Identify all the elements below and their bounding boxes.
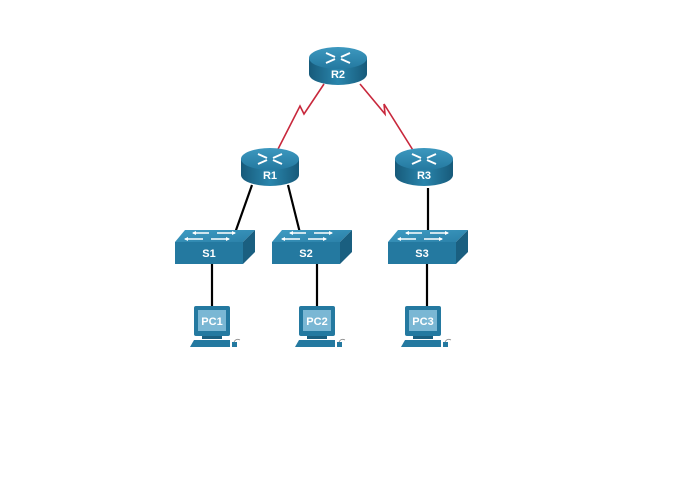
mouse [443,342,448,347]
monitor-stand [413,336,433,339]
pc-pc3[interactable]: PC3 [401,306,452,347]
router-arrow [340,58,351,64]
device-label: S1 [202,248,215,260]
switch-arrowhead [445,231,449,235]
pc-pc2[interactable]: PC2 [295,306,346,347]
device-label: PC2 [306,316,327,328]
device-label: S3 [415,248,428,260]
switch-s2[interactable]: S2 [272,230,352,264]
router-arrow [272,159,283,165]
router-r1[interactable]: R1 [241,148,299,186]
ethernet-link-r1-s1 [233,184,254,234]
switch-s3[interactable]: S3 [388,230,468,264]
ethernet-link-r1-s2 [286,184,302,234]
router-top [309,47,367,69]
serial-link-r2-r3 [359,83,417,156]
router-arrow [426,159,437,165]
monitor-screen [198,310,226,331]
serial-link-r2-r1 [274,83,325,156]
router-r2[interactable]: R2 [309,47,367,85]
switch-side [456,230,468,264]
router-arrow [411,159,422,165]
switch-front [388,242,456,264]
switch-front [175,242,243,264]
router-arrow [340,52,351,58]
keyboard [401,340,441,347]
pc-pc1[interactable]: PC1 [190,306,241,347]
switch-arrowhead [329,231,333,235]
router-arrow [426,153,437,159]
router-arrow [257,159,268,165]
monitor-screen [409,310,437,331]
switch-arrowhead [192,231,196,235]
router-arrow [325,52,336,58]
switch-arrowhead [184,237,188,241]
device-label: PC1 [201,316,222,328]
switch-side [340,230,352,264]
switch-s1[interactable]: S1 [175,230,255,264]
device-label: R3 [417,170,431,182]
mouse-cable [444,338,452,343]
monitor-stand [307,336,327,339]
router-arrow [272,153,283,159]
device-label: PC3 [412,316,433,328]
monitor-stand [202,336,222,339]
links-layer [210,83,430,306]
keyboard [295,340,335,347]
switch-side [243,230,255,264]
switch-arrowhead [323,237,327,241]
router-arrow [257,153,268,159]
device-label: R2 [331,69,345,81]
mouse-cable [233,338,241,343]
switch-arrowhead [439,237,443,241]
device-label: R1 [263,170,277,182]
mouse-cable [338,338,346,343]
mouse [232,342,237,347]
switch-front [272,242,340,264]
router-r3[interactable]: R3 [395,148,453,186]
switch-arrowhead [405,231,409,235]
monitor-screen [303,310,331,331]
switch-arrowhead [226,237,230,241]
router-arrow [411,153,422,159]
router-top [395,148,453,170]
switch-arrowhead [281,237,285,241]
switch-arrowhead [232,231,236,235]
router-arrow [325,58,336,64]
switch-arrowhead [289,231,293,235]
router-top [241,148,299,170]
device-label: S2 [299,248,312,260]
keyboard [190,340,230,347]
mouse [337,342,342,347]
switch-arrowhead [397,237,401,241]
